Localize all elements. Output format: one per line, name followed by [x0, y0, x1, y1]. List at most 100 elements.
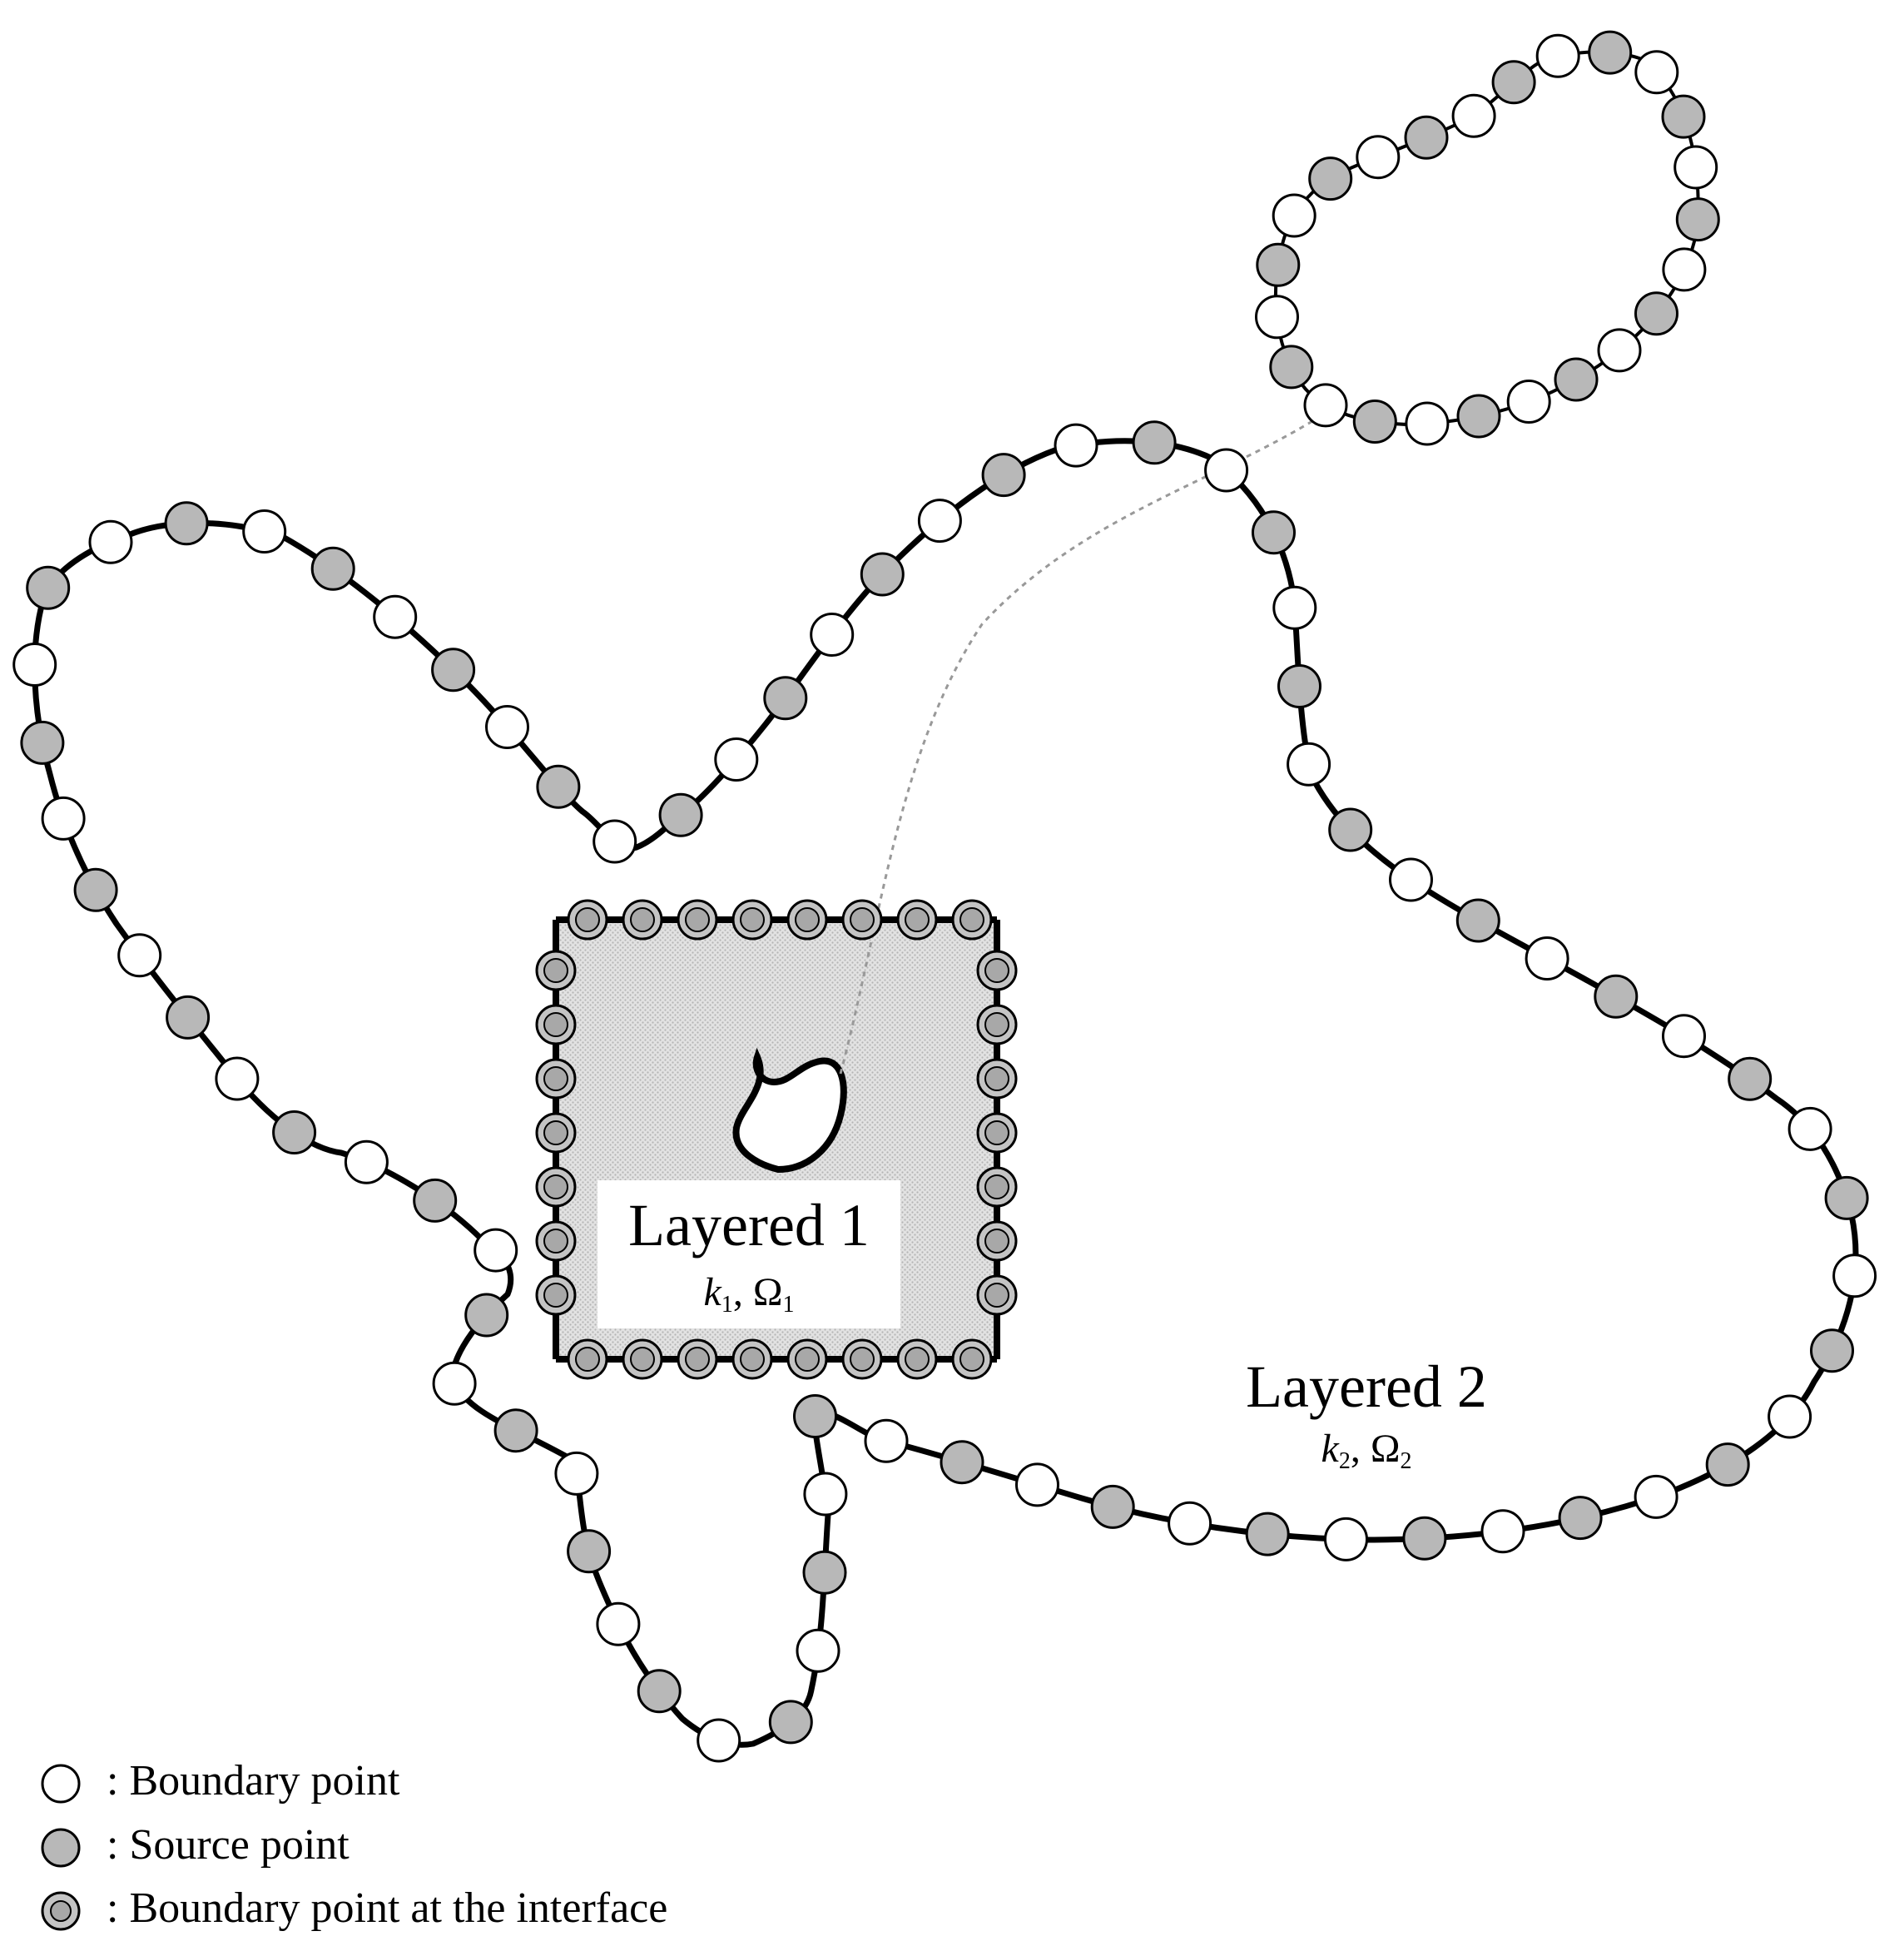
boundary-point [1634, 50, 1679, 95]
source-point [567, 1529, 612, 1574]
source-point [763, 676, 808, 721]
inner-kidney-shape [732, 1047, 847, 1174]
source-point [1675, 197, 1720, 242]
boundary-point [1535, 33, 1580, 78]
boundary-point [1480, 1509, 1525, 1554]
boundary-point [1324, 1517, 1368, 1561]
boundary-point [117, 933, 162, 978]
layered-2-title: Layered 2 [1246, 1353, 1487, 1420]
interface-point-inner [984, 1120, 1009, 1145]
boundary-point [1272, 193, 1316, 238]
source-point [637, 1669, 682, 1714]
boundary-point [215, 1056, 260, 1101]
boundary-point [714, 737, 759, 782]
legend-source-point-label: : Source point [107, 1821, 350, 1869]
boundary-point [1525, 936, 1569, 980]
layered-1-title: Layered 1 [628, 1192, 870, 1258]
boundary-point [1272, 585, 1317, 630]
interface-point-inner [740, 907, 765, 932]
source-point [1132, 420, 1177, 465]
source-point [802, 1550, 847, 1595]
boundary-point [1255, 295, 1299, 340]
layered-1-label-panel [597, 1180, 900, 1328]
source-point [1554, 357, 1599, 402]
boundary-point [41, 796, 86, 841]
interface-point-inner [575, 1347, 600, 1372]
boundary-point [1015, 1462, 1059, 1507]
interface-points [535, 899, 1018, 1380]
interface-point-inner [984, 1012, 1009, 1037]
layered-2-parameters: k2, Ω2 [1321, 1427, 1412, 1474]
source-point [1352, 400, 1397, 444]
layered-2-omega-subscript: 2 [1400, 1448, 1411, 1474]
boundary-point [1356, 135, 1401, 180]
source-point [1594, 974, 1639, 1019]
boundary-point [596, 1601, 641, 1646]
boundary-point [1832, 1254, 1877, 1298]
interface-point-inner [543, 1012, 568, 1037]
legend-item-source: : Source point [41, 1821, 350, 1869]
interface-point-inner [959, 907, 984, 932]
source-point [26, 565, 71, 610]
source-point [536, 764, 581, 809]
interface-point-inner [850, 907, 875, 932]
layered-2-label-panel [1215, 1344, 1519, 1486]
top-right-curve-points [1255, 30, 1720, 446]
source-point [1491, 60, 1536, 105]
interface-point-inner [959, 1347, 984, 1372]
legend-interface-point-marker-inner [50, 1900, 72, 1922]
boundary-point [344, 1139, 389, 1184]
legend-boundary-point-label: : Boundary point [107, 1757, 400, 1805]
boundary-point [1597, 328, 1642, 373]
source-point [310, 546, 355, 591]
source-point [1328, 807, 1373, 852]
source-point [860, 552, 905, 597]
source-point [1705, 1442, 1750, 1487]
source-point [1728, 1056, 1773, 1101]
source-point [1810, 1328, 1854, 1373]
source-point [413, 1178, 458, 1223]
boundary-point [1787, 1106, 1832, 1151]
source-point [1256, 242, 1301, 287]
source-point [431, 648, 476, 693]
interface-point-inner [984, 958, 1009, 983]
layered-1-omega: Ω [753, 1270, 783, 1314]
interface-point-inner [905, 907, 930, 932]
source-point [272, 1110, 317, 1154]
interface-point-inner [575, 907, 600, 932]
layered-1-parameters: k1, Ω1 [704, 1270, 795, 1318]
layered-2-k-subscript: 2 [1339, 1448, 1351, 1474]
boundary-point [1634, 1474, 1678, 1519]
boundary-point [1673, 145, 1718, 190]
source-point [20, 720, 65, 765]
source-point [981, 453, 1026, 498]
source-point [1277, 664, 1321, 708]
interface-point-inner [630, 1347, 655, 1372]
boundary-point [864, 1418, 909, 1463]
interface-point-inner [984, 1174, 1009, 1199]
boundary-point [1168, 1501, 1212, 1546]
source-point [164, 501, 209, 546]
source-point [658, 792, 703, 837]
interface-point-inner [850, 1347, 875, 1372]
interface-point-inner [543, 1174, 568, 1199]
layered-2-k: k [1321, 1427, 1341, 1471]
boundary-point [803, 1472, 848, 1517]
boundary-point [242, 509, 287, 554]
source-point [464, 1293, 509, 1338]
boundary-point [1287, 742, 1331, 787]
boundary-point [593, 819, 637, 864]
source-point [1404, 115, 1449, 160]
boundary-point [474, 1228, 518, 1273]
source-point [1455, 898, 1500, 943]
layered-1-omega-subscript: 1 [782, 1292, 794, 1318]
boundary-point [1662, 247, 1707, 292]
interface-point-inner [543, 1120, 568, 1145]
source-point [1588, 30, 1633, 75]
source-point [493, 1408, 538, 1453]
source-point [1090, 1484, 1135, 1529]
boundary-point [88, 519, 133, 564]
legend-interface-point-label: : Boundary point at the interface [107, 1884, 667, 1932]
legend-boundary-point-marker [41, 1764, 81, 1804]
